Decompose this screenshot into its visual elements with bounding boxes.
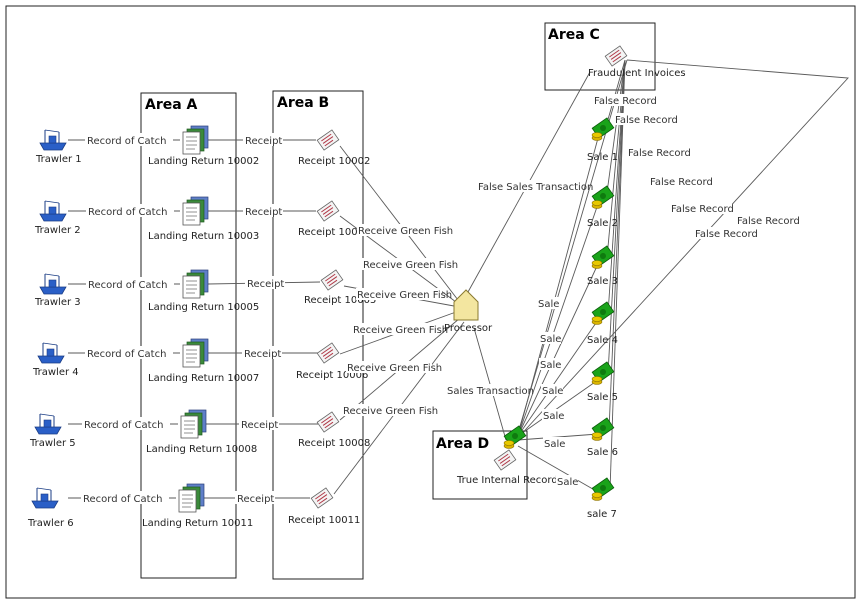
processor-icon[interactable] xyxy=(453,289,479,321)
sale-label: Sale 1 xyxy=(587,152,618,163)
edge-label-record-of-catch: Record of Catch xyxy=(83,494,162,505)
edge-label-sale: Sale xyxy=(540,334,561,345)
landing-return-label: Landing Return 10005 xyxy=(148,302,259,313)
edge-label-receipt: Receipt xyxy=(237,494,274,505)
document-icon[interactable] xyxy=(180,409,207,439)
edge-label-sale: Sale xyxy=(557,477,578,488)
landing-return-label: Landing Return 10003 xyxy=(148,231,259,242)
edge-label-receipt: Receipt xyxy=(245,136,282,147)
edge-labels: Record of Catch Record of Catch Record o… xyxy=(81,94,800,505)
sale-label: Sale 3 xyxy=(587,276,618,287)
receipt-label: Receipt 10005 xyxy=(304,295,376,306)
edge-label-false-record: False Record xyxy=(737,216,800,227)
landing-return-nodes: Landing Return 10002 Landing Return 1000… xyxy=(142,125,259,529)
area-b-title: Area B xyxy=(277,95,329,111)
edge-label-record-of-catch: Record of Catch xyxy=(88,207,167,218)
area-a-box xyxy=(140,92,237,579)
edge-label-sale: Sale xyxy=(542,386,563,397)
edge-label-record-of-catch: Record of Catch xyxy=(84,420,163,431)
edge-label-false-record: False Record xyxy=(695,229,758,240)
edge-label-sale: Sale xyxy=(543,411,564,422)
sale-label: Sale 4 xyxy=(587,335,618,346)
receipt-label: Receipt 10002 xyxy=(298,156,370,167)
trawler-label: Trawler 2 xyxy=(34,225,81,236)
area-d-box xyxy=(432,430,528,500)
receipt-label: Receipt 10011 xyxy=(288,515,360,526)
landing-return-label: Landing Return 10007 xyxy=(148,373,259,384)
area-c-box xyxy=(544,22,656,91)
trawler-label: Trawler 3 xyxy=(34,297,81,308)
receipt-label: Receipt 10006 xyxy=(296,370,368,381)
sale-nodes: Sale 1 Sale 2 Sale 3 Sale 4 Sale 5 Sale … xyxy=(587,117,618,520)
edge-label-false-record: False Record xyxy=(671,204,734,215)
area-d-title: Area D xyxy=(436,436,489,452)
area-c-title: Area C xyxy=(548,27,600,43)
edge-label-sale: Sale xyxy=(538,299,559,310)
edge-label-false-record: False Record xyxy=(628,148,691,159)
edge-label-false-record: False Record xyxy=(650,177,713,188)
trawler-label: Trawler 5 xyxy=(29,438,76,449)
trawler-nodes: Trawler 1 Trawler 2 Trawler 3 Trawler 4 … xyxy=(27,129,82,529)
receipt-label: Receipt 10008 xyxy=(298,438,370,449)
edge-label-sales-transaction: Sales Transaction xyxy=(447,386,534,397)
edge-label-receive-green-fish: Receive Green Fish xyxy=(347,363,442,374)
true-records-label: True Internal Records xyxy=(456,475,563,486)
fraudulent-invoices-label: Fraudulent Invoices xyxy=(588,68,686,79)
processor-label: Processor xyxy=(444,323,493,334)
sale-label: Sale 5 xyxy=(587,392,618,403)
trawler-label: Trawler 4 xyxy=(32,367,79,378)
sale-label: Sale 6 xyxy=(587,447,618,458)
document-icon[interactable] xyxy=(182,338,209,368)
edge-label-receive-green-fish: Receive Green Fish xyxy=(353,325,448,336)
edge-label-record-of-catch: Record of Catch xyxy=(88,280,167,291)
edge-label-false-sales-transaction: False Sales Transaction xyxy=(478,182,593,193)
edge-label-receive-green-fish: Receive Green Fish xyxy=(357,290,452,301)
edge-label-receipt: Receipt xyxy=(241,420,278,431)
sale-label: sale 7 xyxy=(587,509,617,520)
trawler-label: Trawler 6 xyxy=(27,518,74,529)
trawler-label: Trawler 1 xyxy=(35,154,82,165)
edge-label-sale: Sale xyxy=(544,439,565,450)
document-icon[interactable] xyxy=(178,483,205,513)
landing-return-label: Landing Return 10011 xyxy=(142,518,253,529)
edge-label-receive-green-fish: Receive Green Fish xyxy=(343,406,438,417)
edge-label-receipt: Receipt xyxy=(244,349,281,360)
edge-label-false-record: False Record xyxy=(615,115,678,126)
edge-label-receive-green-fish: Receive Green Fish xyxy=(358,226,453,237)
edge-label-receive-green-fish: Receive Green Fish xyxy=(363,260,458,271)
receipt-nodes: Receipt 10002 Receipt 10003 Receipt 1000… xyxy=(288,129,376,526)
edge-label-false-record: False Record xyxy=(594,96,657,107)
document-icon[interactable] xyxy=(182,269,209,299)
edge-label-receipt: Receipt xyxy=(247,279,284,290)
sale-label: Sale 2 xyxy=(587,218,618,229)
document-icon[interactable] xyxy=(182,196,209,226)
edge-label-record-of-catch: Record of Catch xyxy=(87,136,166,147)
edge-label-record-of-catch: Record of Catch xyxy=(87,349,166,360)
landing-return-label: Landing Return 10002 xyxy=(148,156,259,167)
edge-label-receipt: Receipt xyxy=(245,207,282,218)
document-icon[interactable] xyxy=(182,125,209,155)
receipt-label: Receipt 10003 xyxy=(298,227,370,238)
landing-return-label: Landing Return 10008 xyxy=(146,444,257,455)
edge-label-sale: Sale xyxy=(540,360,561,371)
area-a-title: Area A xyxy=(145,97,198,113)
